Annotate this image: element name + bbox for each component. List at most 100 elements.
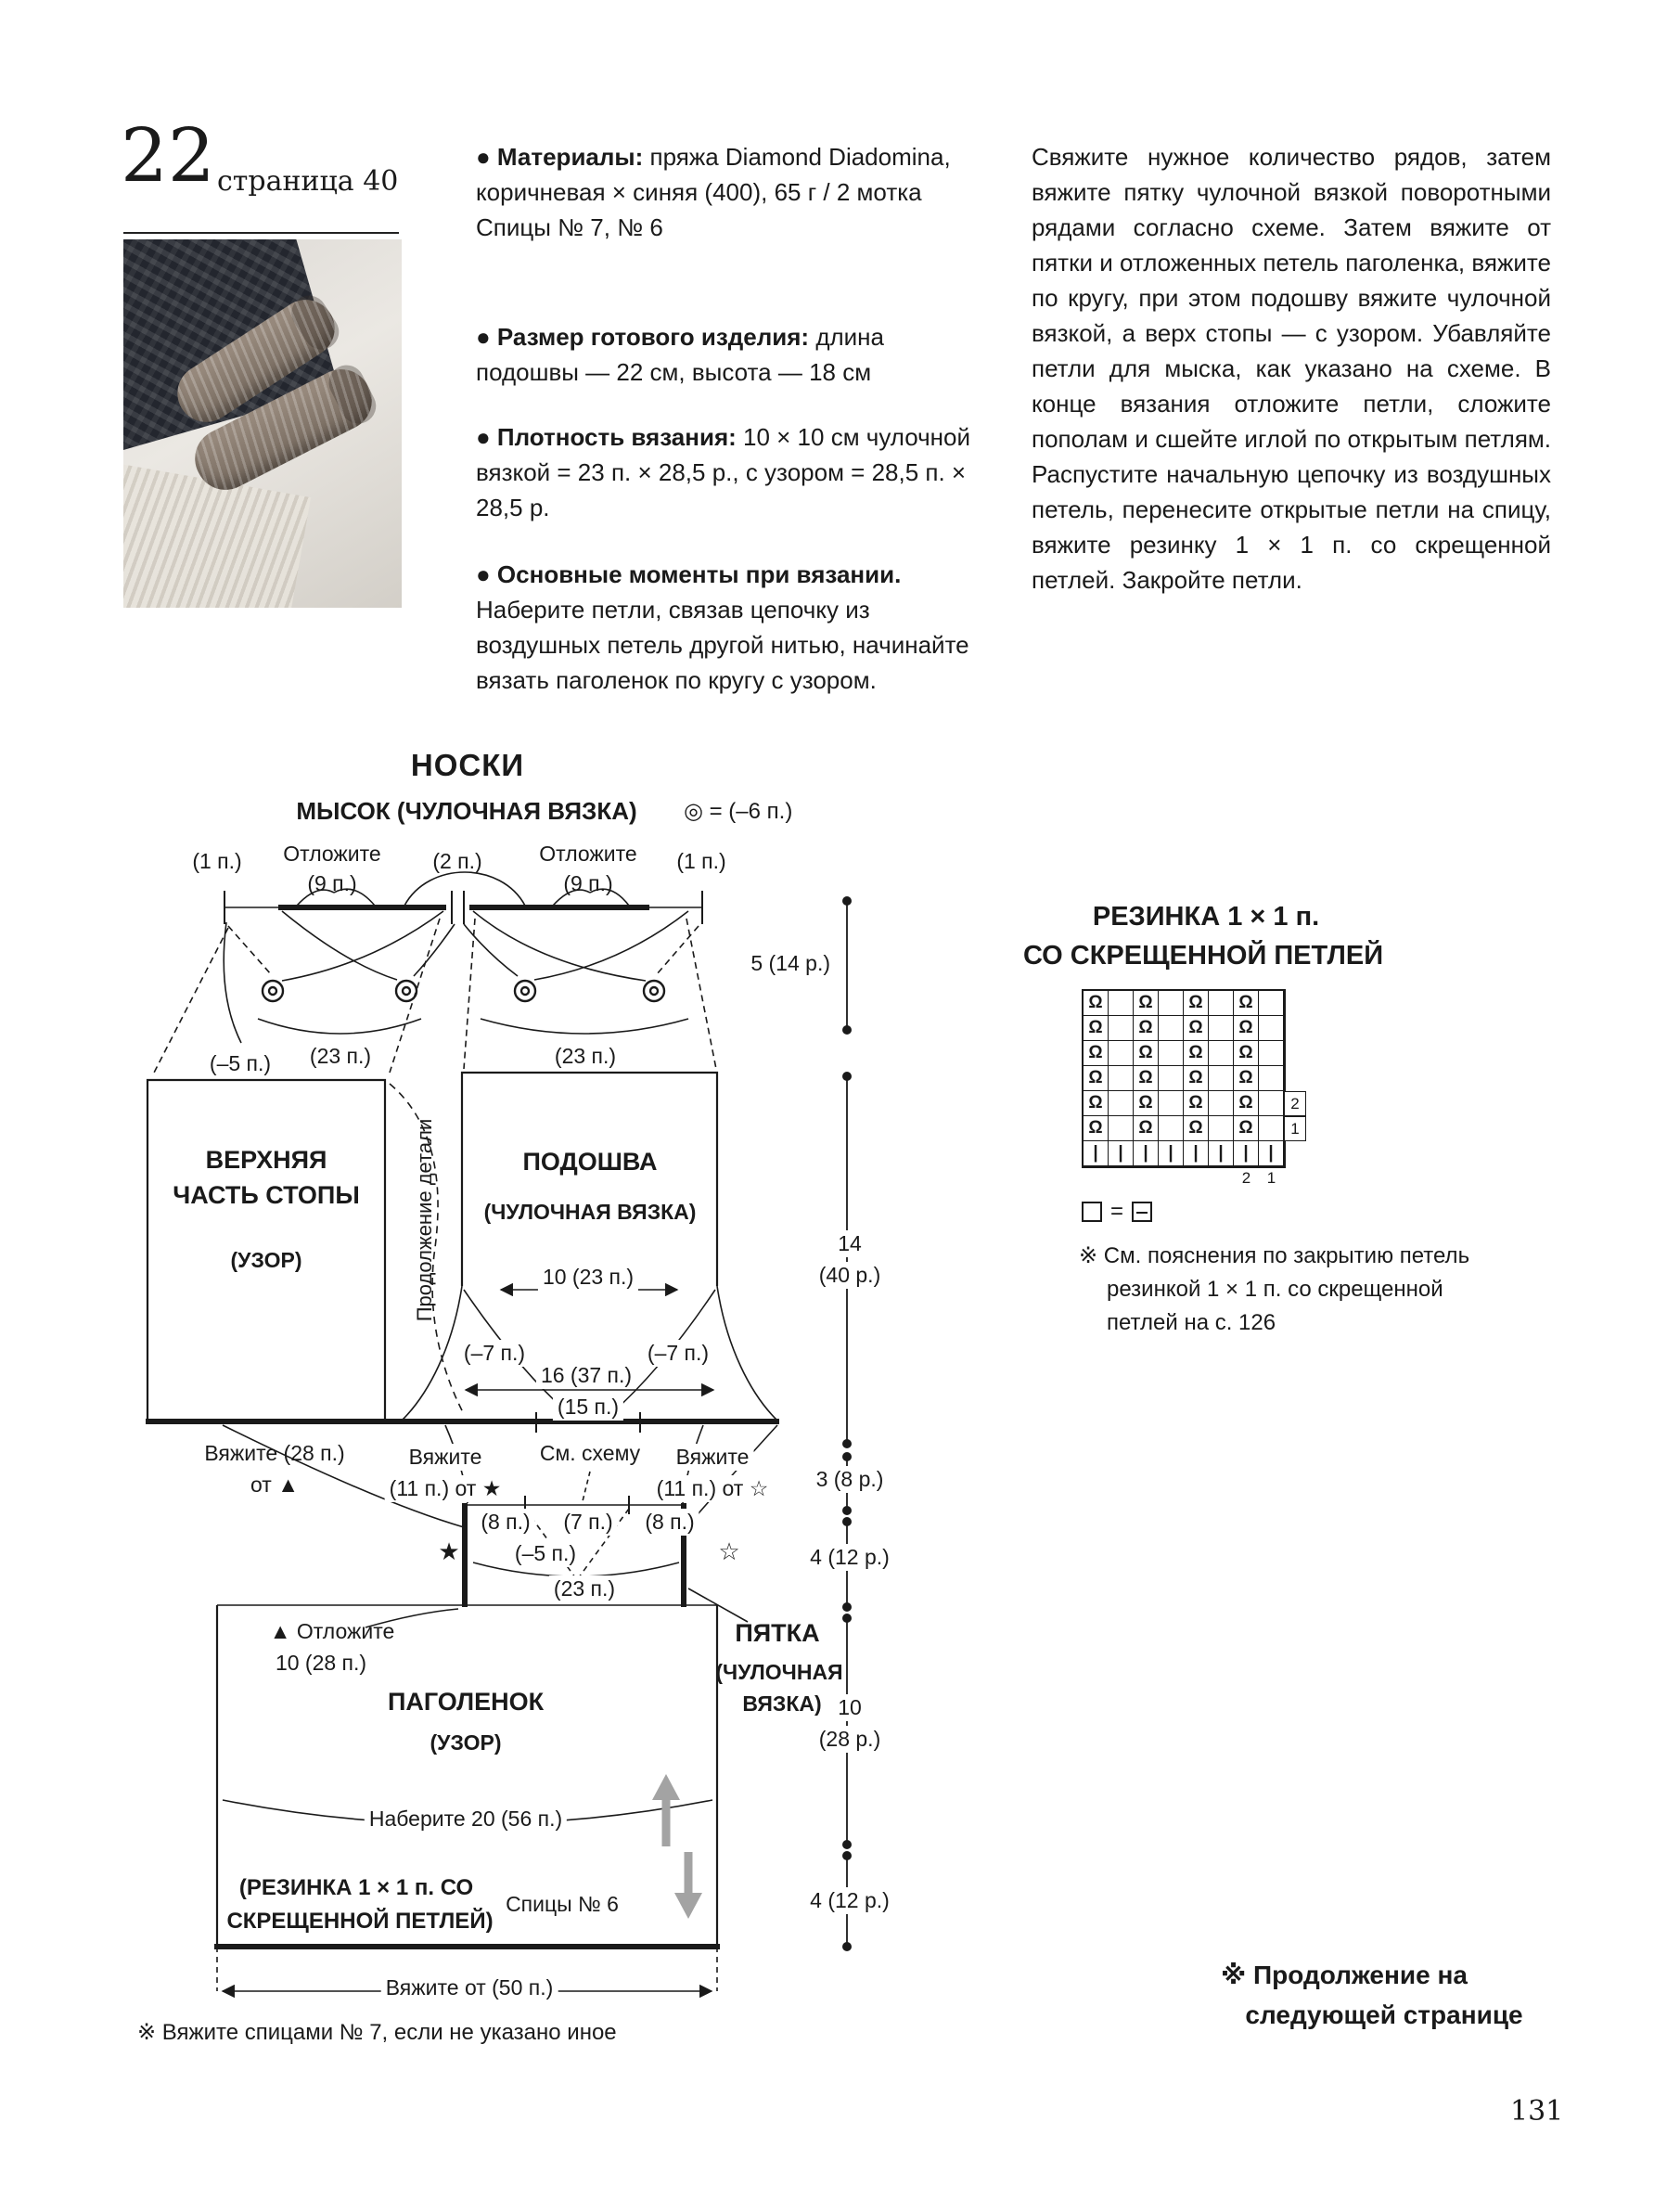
chart-cell: Ω bbox=[1084, 1066, 1109, 1091]
knit-28-label: Вяжите (28 п.) bbox=[204, 1441, 345, 1465]
legend-purl-box bbox=[1132, 1202, 1153, 1222]
gauge-text: 10 × 10 см чулочной вязкой = 23 п. × 28,… bbox=[476, 423, 971, 521]
chart-cell: | bbox=[1159, 1141, 1184, 1166]
continuation-note-1: ※ Продолжение на bbox=[1221, 1961, 1468, 1989]
chart-cell bbox=[1259, 1041, 1284, 1066]
chart-cell bbox=[1109, 1041, 1134, 1066]
chart-stitch-number-1: 1 bbox=[1266, 1169, 1276, 1187]
sole-title: ПОДОШВА bbox=[522, 1148, 658, 1176]
chart-cell bbox=[1209, 1116, 1234, 1141]
toe-23st-right: (23 п.) bbox=[549, 1043, 622, 1070]
chart-cell bbox=[1159, 1041, 1184, 1066]
gauge-paragraph: ● Плотность вязания: 10 × 10 см чулочной… bbox=[476, 419, 984, 525]
socks-photo bbox=[123, 239, 402, 608]
chart-cell: Ω bbox=[1084, 1091, 1109, 1116]
chart-cell: Ω bbox=[1184, 1116, 1209, 1141]
chart-row-number-1: 1 bbox=[1284, 1116, 1306, 1141]
upper-foot-title-1: ВЕРХНЯЯ bbox=[205, 1146, 327, 1174]
upper-foot-pattern: (УЗОР) bbox=[230, 1248, 302, 1272]
dim-14: 14 bbox=[833, 1230, 866, 1257]
chart-cell: | bbox=[1109, 1141, 1134, 1166]
heel-sub-1: (ЧУЛОЧНАЯ bbox=[715, 1660, 843, 1684]
chart-cell: Ω bbox=[1234, 1016, 1259, 1041]
star-filled-marker: ★ bbox=[438, 1537, 460, 1565]
gauge-label: ● Плотность вязания: bbox=[476, 423, 737, 451]
legend-equals: = bbox=[1110, 1199, 1124, 1224]
dim-16-37st: 16 (37 п.) bbox=[535, 1362, 637, 1389]
dim-40r: (40 р.) bbox=[814, 1262, 886, 1289]
notes-paragraph: ● Основные моменты при вязании. Наберите… bbox=[476, 557, 984, 698]
notes-text: Наберите петли, связав цепочку из воздуш… bbox=[476, 596, 969, 694]
chart-cell bbox=[1109, 1066, 1134, 1091]
chart-cell: Ω bbox=[1234, 1116, 1259, 1141]
heel-8st-left: (8 п.) bbox=[476, 1509, 535, 1536]
chart-cell: Ω bbox=[1134, 1116, 1159, 1141]
chart-row-number-2: 2 bbox=[1284, 1091, 1306, 1116]
heel-title: ПЯТКА bbox=[735, 1619, 820, 1647]
chart-cell: Ω bbox=[1134, 1016, 1159, 1041]
header-rule bbox=[123, 232, 399, 234]
heel-7st: (7 п.) bbox=[558, 1509, 618, 1536]
dim-5-14r: 5 (14 р.) bbox=[750, 951, 830, 975]
toe-two-stitches: (2 п.) bbox=[432, 849, 482, 873]
rib-chart-note: ※ См. пояснения по закрытию петель резин… bbox=[1079, 1243, 1470, 1335]
rib-note-2: СКРЕЩЕННОЙ ПЕТЛЕЙ) bbox=[226, 1909, 494, 1934]
chart-cell: | bbox=[1234, 1141, 1259, 1166]
instructions-paragraph: Свяжите нужное количество рядов, затем в… bbox=[1032, 143, 1551, 594]
chart-cell bbox=[1209, 1091, 1234, 1116]
diagram-title: НОСКИ bbox=[410, 748, 525, 782]
dim-3-8r: 3 (8 р.) bbox=[811, 1466, 889, 1493]
legend-empty-box bbox=[1082, 1202, 1102, 1222]
chart-cell: Ω bbox=[1184, 1066, 1209, 1091]
chart-stitch-number-2: 2 bbox=[1241, 1169, 1251, 1187]
chart-legend: = bbox=[1082, 1199, 1153, 1225]
materials-paragraph: ● Материалы: пряжа Diamond Diadomina, ко… bbox=[476, 139, 984, 245]
materials-needles: Спицы № 7, № 6 bbox=[476, 213, 663, 241]
chart-cell bbox=[1159, 1066, 1184, 1091]
minus7-right: (–7 п.) bbox=[642, 1340, 714, 1367]
minus7-left: (–7 п.) bbox=[458, 1340, 531, 1367]
chart-cell: Ω bbox=[1134, 1091, 1159, 1116]
chart-cell: Ω bbox=[1234, 1041, 1259, 1066]
chart-cell: | bbox=[1259, 1141, 1284, 1166]
chart-cell: Ω bbox=[1184, 1016, 1209, 1041]
toe-set-aside-right-count: (9 п.) bbox=[563, 871, 613, 895]
cast-on-label: Наберите 20 (56 п.) bbox=[364, 1806, 568, 1832]
chart-cell: | bbox=[1209, 1141, 1234, 1166]
chart-cell: Ω bbox=[1134, 1066, 1159, 1091]
knit-word-right: Вяжите bbox=[671, 1444, 754, 1471]
cuff-pattern: (УЗОР) bbox=[430, 1730, 502, 1755]
dim-15st: (15 п.) bbox=[552, 1394, 624, 1421]
sole-stitch: (ЧУЛОЧНАЯ ВЯЗКА) bbox=[483, 1200, 697, 1224]
chart-cell bbox=[1259, 991, 1284, 1016]
chart-cell bbox=[1209, 1066, 1234, 1091]
chart-cell: Ω bbox=[1084, 1016, 1109, 1041]
continuation-note-2: следующей странице bbox=[1245, 2000, 1523, 2029]
heel-8st-right: (8 п.) bbox=[640, 1509, 699, 1536]
heel-minus5: (–5 п.) bbox=[509, 1540, 582, 1567]
heel-23st: (23 п.) bbox=[548, 1575, 621, 1602]
chart-cell bbox=[1109, 1091, 1134, 1116]
chart-cell bbox=[1159, 1091, 1184, 1116]
cuff-set-aside-count: 10 (28 п.) bbox=[275, 1651, 367, 1675]
rib-chart-title-1: РЕЗИНКА 1 × 1 п. bbox=[1092, 902, 1320, 932]
rib-chart-title-2: СО СКРЕЩЕННОЙ ПЕТЛЕЙ bbox=[1022, 941, 1384, 971]
chart-cell: Ω bbox=[1184, 991, 1209, 1016]
chart-cell: Ω bbox=[1134, 1041, 1159, 1066]
chart-cell: | bbox=[1084, 1141, 1109, 1166]
chart-cell: Ω bbox=[1084, 991, 1109, 1016]
knit-11-star-open: (11 п.) от ☆ bbox=[651, 1475, 774, 1502]
dim-4-12r-b: 4 (12 р.) bbox=[805, 1887, 894, 1914]
see-chart-label: См. схему bbox=[534, 1440, 646, 1467]
rib-note-1: (РЕЗИНКА 1 × 1 п. СО bbox=[238, 1875, 474, 1900]
chart-cell bbox=[1259, 1091, 1284, 1116]
toe-minus5: (–5 п.) bbox=[209, 1051, 272, 1075]
chart-cell bbox=[1109, 1116, 1134, 1141]
chart-cell bbox=[1209, 991, 1234, 1016]
knit-from-50-label: Вяжите от (50 п.) bbox=[380, 1974, 558, 2001]
heel-sub-2: ВЯЗКА) bbox=[742, 1691, 822, 1716]
chart-cell bbox=[1159, 1116, 1184, 1141]
needles-6-label: Спицы № 6 bbox=[501, 1891, 623, 1918]
chart-cell bbox=[1259, 1116, 1284, 1141]
